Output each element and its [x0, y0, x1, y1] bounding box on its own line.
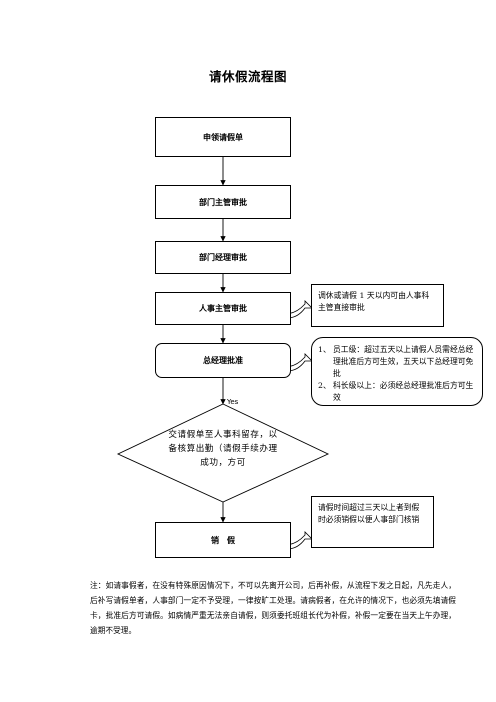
- note-hr-text: 调休或请假 1 天以内可由人事科主管直接审批: [318, 291, 430, 313]
- decision-diamond: [116, 403, 330, 503]
- step-cancel-leave: 销 假: [155, 522, 291, 558]
- note-gm-item: 2、 科长级以上：必须经总经理批准后方可生效: [318, 381, 474, 403]
- page-title: 请休假流程图: [208, 69, 287, 84]
- step-hr-supervisor-approval: 人事主管审批: [155, 292, 291, 325]
- step-gm-approval: 总经理批准: [155, 343, 291, 378]
- note-gm-item: 1、 员工级：超过五天以上请假人员需经总经理批准后方可生效，五天以下总经理可免批: [318, 345, 474, 379]
- yes-label: Yes: [227, 398, 239, 406]
- decision-text: 交请假单至人事科留存，以备核算出勤（请假手续办理成功，方可: [168, 430, 278, 468]
- note-cancel-text: 请假时间超过三天以上者到假时必须销假以便人事部门核销: [318, 503, 420, 525]
- step-dept-manager-approval: 部门经理审批: [155, 241, 291, 274]
- note-gm-approval: 1、 员工级：超过五天以上请假人员需经总经理批准后方可生效，五天以下总经理可免批…: [311, 337, 483, 406]
- step-apply-form: 申领请假单: [155, 117, 291, 157]
- note-hr-approval: 调休或请假 1 天以内可由人事科主管直接审批: [311, 284, 444, 327]
- note-cancel-leave: 请假时间超过三天以上者到假时必须销假以便人事部门核销: [311, 496, 434, 548]
- step-dept-supervisor-approval: 部门主管审批: [155, 185, 291, 219]
- footnote: 注：如请事假者，在没有特殊原因情况下，不可以先离开公司，后再补假，从流程下发之日…: [90, 581, 456, 636]
